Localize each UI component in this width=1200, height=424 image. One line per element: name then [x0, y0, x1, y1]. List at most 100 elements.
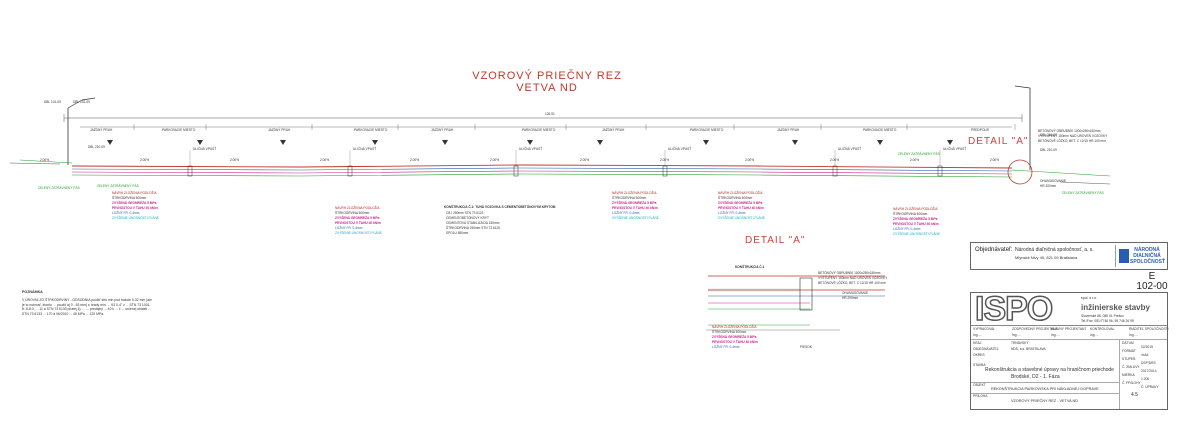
layer-note-2-6: ZVÝŠENIE ÚNOSNOSTI PLÁNE [335, 231, 382, 235]
meta-left-value-1: TRNAVSKÝ [1011, 341, 1029, 345]
slope-label-9: 2.00% [745, 158, 755, 162]
title-block: ISPO spol. s r.o. inžinierske stavby Slo… [970, 289, 1169, 410]
drain-label-1: ULIČNÁ VPUSŤ [193, 147, 217, 151]
role-name-4: Ing. ... [1090, 333, 1100, 337]
detail-callout: DETAIL "A" [968, 136, 1029, 147]
lane-label-2: PARKOVACIE MIESTO [162, 128, 196, 132]
lane-arrow-9 [792, 140, 798, 145]
slope-label-1: 2.00% [40, 158, 50, 162]
detail-label-7: NÁVRH ZLOŽENIA PODLOŽIA [712, 325, 757, 329]
lane-arrow-5 [442, 140, 448, 145]
notes-heading: POZNÁMKA [22, 290, 43, 294]
lane-arrow-3 [280, 140, 286, 145]
drain-label-2: ULIČNÁ VPUSŤ [353, 147, 377, 151]
priloha-label: PRÍLOHA [973, 394, 988, 398]
detail-label-4: BETÓNOVÉ LÔŽKO, BET. C 12/15 HR.100 mm [818, 281, 886, 285]
objekt-value: REKONŠTRUKCIA PARKOVISKA PRI NÁKLADNEJ D… [991, 387, 1099, 391]
notes-body: V ÚROVNI ZO ŠTRKODRVINY - ODSODNIA použi… [22, 298, 152, 316]
layer-note-4-5: LOŽNÝ FR. 0-4mm [718, 211, 746, 215]
street-drain-2 [347, 165, 353, 177]
slope-label-6: 2.00% [490, 158, 500, 162]
client-label: Objednávateľ: [975, 247, 1013, 253]
lane-label-7: JAZDNÝ PRUH [602, 128, 625, 132]
meta-right-1: DÁTUM [1122, 341, 1134, 345]
client-name: Národná diaľničná spoločnosť, a. s. [1015, 247, 1094, 253]
layer-note-3-3: ZVÝŠENÁ GEOMREŽA 5 MPa [612, 201, 657, 205]
meta-right-value-3: DSP/DRS [1141, 361, 1156, 365]
detail-title: DETAIL "A" [745, 235, 806, 246]
meta-left-3: OKRES [973, 353, 985, 357]
construction-row-4: ŠTRKODRVINA 250mm STN 73 6126 [446, 226, 500, 230]
ispo-address-2: Tel./Fax: 051/7746 96, 95 746 26 99 [1081, 319, 1134, 323]
right-note-1: BETÓNOVÝ OBRUBNÍK 1000x250x150mm [1038, 129, 1101, 133]
detail-label-1: KONŠTRUKCIA Č.1 [735, 265, 765, 269]
layer-note-5-5: LOŽNÝ FR. 0-4mm [893, 227, 921, 231]
right-note-5: HR.200mm [1040, 184, 1057, 188]
role-name-5: Ing. ... [1129, 333, 1139, 337]
sheet-code: 102-00 [1136, 281, 1168, 292]
stavba-label: STAVBA [973, 363, 986, 367]
overall-dimension: 126.51 [545, 112, 555, 116]
drain-label-6: ULIČNÁ VPUSŤ [943, 147, 967, 151]
detail-label-9: ZVÝŠENÁ GEOMREŽA 5 MPa [712, 335, 757, 339]
mark-left-3: DBL 210-09 [88, 145, 105, 149]
layer-note-4-6: ZVÝŠENIE ÚNOSNOSTI PLÁNE [718, 216, 765, 220]
layer-note-4-1: NÁVRH ZLOŽENIA PODLOŽIA [718, 191, 763, 195]
ispo-logo: ISPO [974, 289, 1054, 329]
lane-arrow-1 [107, 140, 113, 145]
meta-right-2: FORMÁT [1122, 349, 1136, 353]
lane-label-9: JAZDNÝ PRUH [777, 128, 800, 132]
ispo-subtitle: inžinierske stavby [1081, 303, 1150, 312]
detail-label-3: VYSTÚPENÝ 150mm NAD ÚROVEŇ VOZOVKY [818, 276, 888, 280]
lane-arrow-4 [372, 140, 378, 145]
meta-right-5: MIERKA [1122, 373, 1135, 377]
client-box: Objednávateľ: Národná diaľničná spoločno… [970, 242, 1168, 270]
layer-note-3-4: PEVNOSTOU V ŤAHU 40 kN/m [612, 206, 658, 210]
green-strip-left: ZELENÝ ZATRÁVNENÝ PÁS [38, 186, 80, 190]
meta-right-value-6: Č. ÚPRAVY [1141, 385, 1159, 389]
nds-logo-mark [1119, 249, 1129, 263]
detail-label-2: BETÓNOVÝ OBRUBNÍK 1000x250x150mm [818, 271, 881, 275]
layer-note-1-3: ZVÝŠENÁ GEOMREŽA 5 MPa [112, 201, 157, 205]
layer-note-5-3: ZVÝŠENÁ GEOMREŽA 5 MPa [893, 217, 938, 221]
right-note-4: OHUMUSOVANIE [1040, 179, 1066, 183]
meta-right-4: Č. ZMLUVY [1122, 365, 1140, 369]
green-strip-left-2: ZELENÝ ZATRÁVNENÝ PÁS [97, 184, 139, 188]
meta-right-3: STUPEŇ [1122, 357, 1136, 361]
drain-label-3: ULIČNÁ VPUSŤ [519, 147, 543, 151]
lane-label-4: PARKOVACIE MIESTO [354, 128, 388, 132]
lane-arrow-10 [877, 140, 883, 145]
layer-note-3-5: LOŽNÝ FR. 0-4mm [612, 211, 640, 215]
lane-label-8: PARKOVACIE MIESTO [690, 128, 724, 132]
construction-row-5: SPOLU 650mm [446, 231, 469, 235]
priloha-number: 4.5 [1131, 392, 1138, 398]
layer-note-1-2: ŠTRKODRVINA 500mm [112, 196, 147, 200]
lane-arrow-8 [703, 140, 709, 145]
detail-label-5: OHUMUSOVANIE [842, 291, 868, 295]
mark-right-1: DBL 210-09 [1040, 133, 1057, 137]
drawing-title: VZOROVÝ PRIEČNY REZ [472, 70, 622, 82]
meta-right-value-4: 2017/2014 [1141, 369, 1157, 373]
layer-note-2-2: ŠTRKODRVINA 500mm [335, 211, 370, 215]
role-5: RIADITEĽ SPOLOČNOSTI [1129, 327, 1169, 331]
slope-label-7: 2.00% [580, 158, 590, 162]
slope-label-4: 2.00% [320, 158, 330, 162]
client-address: Mlynské Nivy 45, 821 09 Bratislava [1015, 255, 1078, 260]
slope-label-5: 2.00% [410, 158, 420, 162]
right-note-3: BETÓNOVÉ LÔŽKO, BET. C 12/15 HR.100 mm [1038, 139, 1106, 143]
drain-label-5: ULIČNÁ VPUSŤ [838, 147, 862, 151]
mark-left-1: DBL 101-09 [44, 100, 61, 104]
meta-right-value-2: 4xA4 [1141, 353, 1149, 357]
stavba-line-1: Rekonštrukcia a stavebné úpravy na hrani… [985, 367, 1114, 373]
lane-label-1: JAZDNÝ PRUH [90, 128, 113, 132]
role-name-2: Ing. ... [1012, 333, 1022, 337]
meta-left-value-2: NDS, a.s. BRATISLAVA [1011, 347, 1046, 351]
layer-note-1-5: LOŽNÝ FR. 0-4mm [112, 211, 140, 215]
layer-note-5-2: ŠTRKODRVINA 500mm [893, 212, 928, 216]
lane-label-11: PREDPOLIE [971, 128, 990, 132]
role-4: KONTROLOVAL [1090, 327, 1115, 331]
drain-label-4: ULIČNÁ VPUSŤ [668, 147, 692, 151]
layer-note-1-6: ZVÝŠENIE ÚNOSNOSTI PLÁNE [112, 216, 159, 220]
layer-note-3-2: ŠTRKODRVINA 500mm [612, 196, 647, 200]
detail-label-12: PIESOK [800, 345, 812, 349]
